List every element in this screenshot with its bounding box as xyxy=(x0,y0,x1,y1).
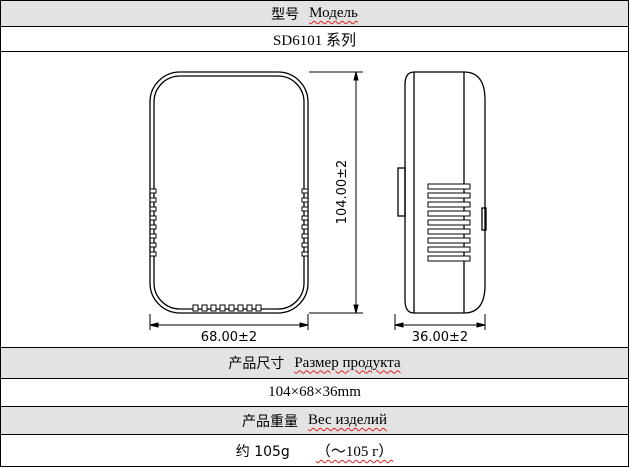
size-value: 104×68×36mm xyxy=(268,384,361,400)
side-mount-tab xyxy=(397,167,406,217)
width-dimension-line xyxy=(149,314,309,330)
front-vents-bottom xyxy=(192,304,262,312)
dimension-drawing: 68.00±2 104.00±2 xyxy=(149,71,487,345)
depth-dimension-label: 36.00±2 xyxy=(412,330,468,345)
weight-label-cn: 产品重量 xyxy=(242,413,299,430)
front-vents-left xyxy=(149,188,157,257)
weight-label-ru: Вес изделий xyxy=(308,412,387,428)
size-header-row: 产品尺寸 Размер продукта xyxy=(0,347,629,378)
height-dimension-label: 104.00±2 xyxy=(335,160,350,225)
front-view xyxy=(149,71,309,314)
size-label-ru: Размер продукта xyxy=(294,354,401,371)
front-vents-right xyxy=(301,188,309,257)
dimension-drawing-row: 68.00±2 104.00±2 xyxy=(0,51,629,347)
weight-value-cn: 约 105g xyxy=(235,443,290,460)
side-button xyxy=(481,207,487,231)
model-header-row: 型号 Модель xyxy=(0,0,629,26)
series-row: SD6101 系列 xyxy=(0,26,629,51)
weight-value-row: 约 105g （～105 г） xyxy=(0,434,629,467)
height-dimension-line xyxy=(309,71,363,314)
depth-dimension-line xyxy=(394,314,486,330)
model-label-cn: 型号 xyxy=(271,6,300,23)
model-label-ru: Модель xyxy=(309,5,358,21)
weight-value-ru: （～105 г） xyxy=(315,444,394,460)
weight-header-row: 产品重量 Вес изделий xyxy=(0,406,629,434)
width-dimension-label: 68.00±2 xyxy=(201,330,257,345)
size-label-cn: 产品尺寸 xyxy=(228,356,285,372)
series-text: SD6101 系列 xyxy=(273,32,356,49)
size-value-row: 104×68×36mm xyxy=(0,378,629,406)
front-inner-outline xyxy=(153,75,305,310)
side-vents xyxy=(427,183,471,262)
front-outline xyxy=(149,71,309,314)
